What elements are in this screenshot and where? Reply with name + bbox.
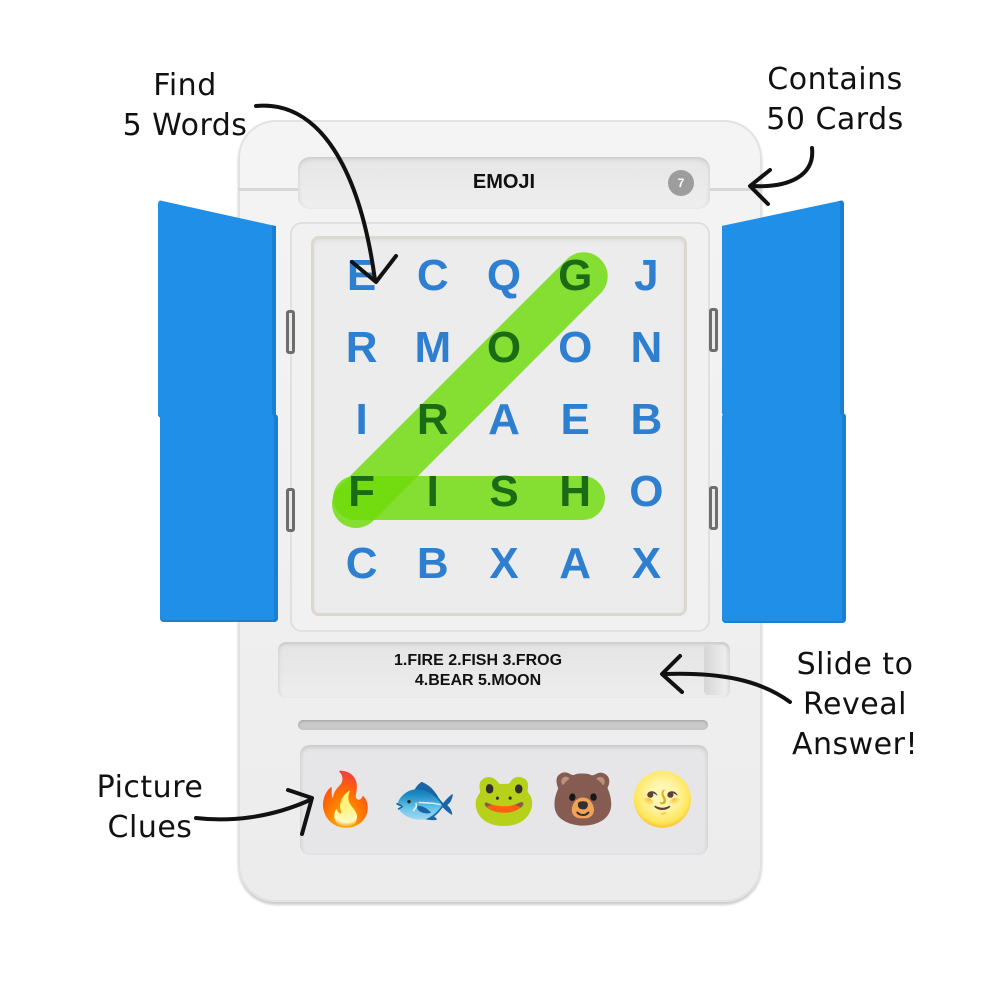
annotation-line: Picture [96, 770, 204, 805]
grid-cell[interactable]: S [489, 467, 519, 516]
right-hinge-lower [709, 486, 718, 530]
card-title: EMOJI [472, 171, 536, 193]
grid-cell[interactable]: R [345, 323, 378, 372]
grid-cell[interactable]: C [345, 539, 378, 588]
fish-emoji-icon: 🐟 [392, 771, 458, 829]
annotation-contains-cards: Contains 50 Cards [740, 60, 930, 140]
grid-cell[interactable]: I [426, 467, 439, 516]
annotation-line: Answer! [791, 727, 919, 762]
grid-cell[interactable]: F [348, 467, 376, 516]
grid-cell[interactable]: M [414, 323, 452, 372]
answer-slider[interactable]: 1.FIRE 2.FISH 3.FROG 4.BEAR 5.MOON [278, 642, 730, 698]
left-hinge-lower [286, 488, 295, 532]
grid-cell[interactable]: B [416, 539, 449, 588]
left-flap-lower[interactable] [160, 414, 278, 622]
moon-emoji-icon: 🌝 [629, 771, 695, 829]
card-number-badge: 7 [668, 170, 694, 196]
grid-cell[interactable]: A [488, 395, 520, 444]
grid-cell[interactable]: J [634, 251, 659, 300]
grid-cell[interactable]: B [630, 395, 663, 444]
grid-cell[interactable]: R [416, 395, 449, 444]
right-hinge-upper [709, 308, 718, 352]
annotation-line: Slide to [796, 647, 914, 682]
frog-emoji-icon: 🐸 [471, 771, 537, 829]
annotation-line: 5 Words [122, 108, 248, 143]
annotation-line: Reveal [803, 687, 907, 722]
left-hinge-upper [286, 310, 295, 354]
grid-cell[interactable]: O [486, 323, 522, 372]
card-slot [298, 720, 708, 730]
annotation-line: Contains [767, 62, 903, 97]
bear-emoji-icon: 🐻 [550, 771, 616, 829]
annotation-line: Clues [107, 810, 193, 845]
grid-cell[interactable]: C [416, 251, 449, 300]
fire-emoji-icon: 🔥 [313, 771, 378, 829]
grid-cell[interactable]: H [559, 467, 592, 516]
slider-handle[interactable] [704, 645, 726, 695]
grid-cell[interactable]: G [558, 251, 593, 300]
grid-cell[interactable]: Q [486, 251, 522, 300]
grid-cell[interactable]: I [355, 395, 368, 444]
grid-window [311, 236, 687, 616]
annotation-find-words: Find 5 Words [105, 66, 265, 146]
left-flap-upper[interactable] [158, 200, 276, 418]
grid-cell[interactable]: X [631, 539, 662, 588]
annotation-picture-clues: Picture Clues [80, 768, 220, 848]
right-flap-lower[interactable] [722, 413, 846, 623]
card-title-bar: EMOJI 7 [298, 157, 710, 209]
left-seam [238, 188, 298, 191]
letter-grid: E C Q G J R M O O N I R A E B F I S H O … [326, 240, 682, 600]
answer-line-1: 1.FIRE 2.FISH 3.FROG [393, 652, 563, 669]
grid-cell[interactable]: X [489, 539, 519, 588]
grid-cell[interactable]: E [560, 395, 590, 444]
grid-cell[interactable]: N [630, 323, 663, 372]
grid-cell[interactable]: O [629, 467, 664, 516]
answer-line-2: 4.BEAR 5.MOON [414, 672, 542, 689]
right-seam [710, 188, 762, 191]
right-flap-upper[interactable] [722, 200, 844, 416]
grid-cell[interactable]: O [558, 323, 593, 372]
picture-clues-bar: 🔥 🐟 🐸 🐻 🌝 [300, 745, 708, 855]
annotation-line: Find [153, 68, 217, 103]
grid-cell[interactable]: E [346, 251, 377, 300]
annotation-slide-reveal: Slide to Reveal Answer! [775, 645, 935, 765]
highlight-fish [333, 476, 605, 520]
grid-cell[interactable]: A [559, 539, 592, 588]
annotation-line: 50 Cards [766, 102, 904, 137]
